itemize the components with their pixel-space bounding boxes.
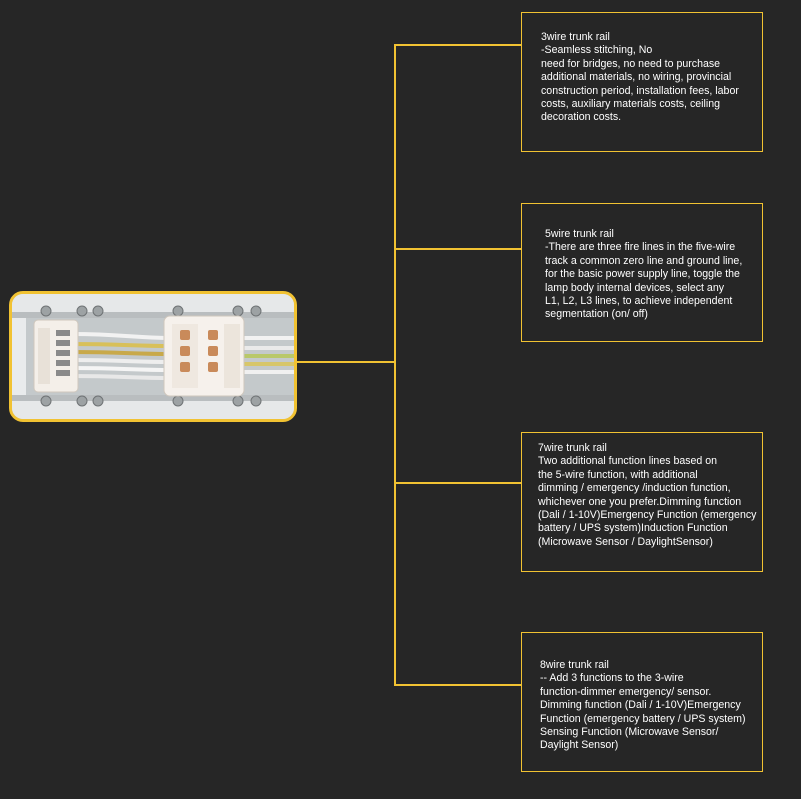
connector-illustration (12, 294, 294, 419)
connector-branch-5wire (394, 248, 521, 250)
info-box-5wire-title: 5wire trunk rail (545, 228, 614, 240)
info-box-7wire: 7wire trunk rail Two additional function… (521, 432, 763, 572)
info-box-8wire-title: 8wire trunk rail (540, 659, 609, 671)
connector-vertical-trunk (394, 44, 396, 686)
info-box-5wire-body: -There are three fire lines in the five-… (545, 241, 743, 321)
info-box-3wire-body: -Seamless stitching, No need for bridges… (541, 44, 739, 124)
info-box-8wire-body: -- Add 3 functions to the 3-wire functio… (540, 672, 746, 752)
connector-photo (9, 291, 297, 422)
info-box-7wire-body: Two additional function lines based on t… (538, 455, 757, 548)
connector-branch-7wire (394, 482, 521, 484)
connector-branch-8wire (394, 684, 521, 686)
info-box-8wire: 8wire trunk rail -- Add 3 functions to t… (521, 632, 763, 772)
info-box-7wire-title: 7wire trunk rail (538, 442, 607, 454)
info-box-5wire: 5wire trunk rail -There are three fire l… (521, 203, 763, 342)
info-box-3wire-title: 3wire trunk rail (541, 31, 610, 43)
connector-horizontal-from-photo (297, 361, 396, 363)
connector-branch-3wire (394, 44, 521, 46)
info-box-3wire: 3wire trunk rail -Seamless stitching, No… (521, 12, 763, 152)
